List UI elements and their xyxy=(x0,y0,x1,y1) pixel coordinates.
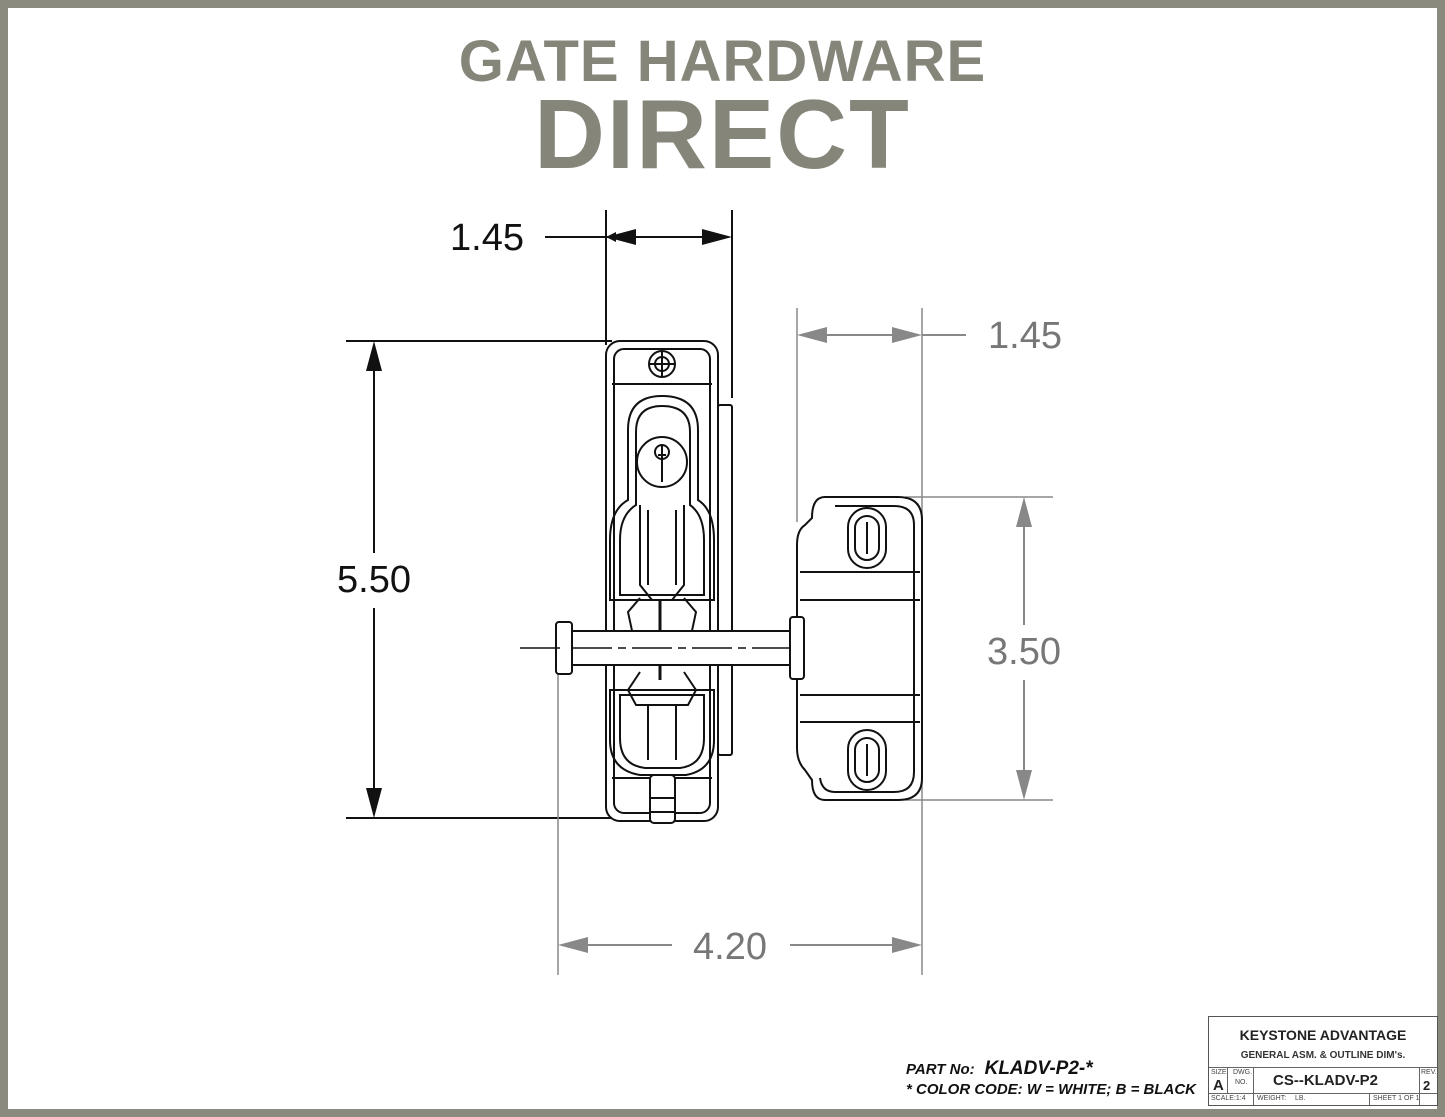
title-block-description: GENERAL ASM. & OUTLINE DIM's. xyxy=(1240,1050,1406,1061)
weight-label: WEIGHT: xyxy=(1257,1095,1287,1102)
dwg-label: DWG. xyxy=(1233,1069,1253,1076)
rev-label: REV. xyxy=(1421,1069,1437,1076)
dim-right-width-label: 1.45 xyxy=(988,315,1062,357)
part-number-label: PART No: xyxy=(906,1061,975,1078)
dimension-right-height: 3.50 xyxy=(905,496,1061,801)
dim-height-label: 5.50 xyxy=(337,559,411,601)
part-number-row: PART No: KLADV-P2-* xyxy=(906,1058,1196,1080)
brand-line-2: DIRECT xyxy=(534,79,911,189)
title-block-company: KEYSTONE ADVANTAGE xyxy=(1239,1027,1407,1043)
part-info: PART No: KLADV-P2-* * COLOR CODE: W = WHI… xyxy=(906,1058,1196,1098)
dimension-top-width: 1.45 xyxy=(450,210,733,398)
color-code-note: * COLOR CODE: W = WHITE; B = BLACK xyxy=(906,1081,1196,1098)
dimension-left-height: 5.50 xyxy=(337,340,612,819)
size-value: A xyxy=(1213,1077,1224,1094)
sheet-text: SHEET 1 OF 1 xyxy=(1373,1095,1420,1102)
scale-text: SCALE:1:4 xyxy=(1211,1095,1246,1102)
keeper-body xyxy=(789,496,923,801)
drawing-number: CS--KLADV-P2 xyxy=(1273,1072,1379,1089)
latch-body xyxy=(605,340,733,824)
dim-overall-width-label: 4.20 xyxy=(693,926,767,968)
latch-bolt xyxy=(520,621,895,675)
dimension-overall-width: 4.20 xyxy=(557,675,922,975)
no-label: NO. xyxy=(1235,1079,1248,1086)
size-label: SIZE xyxy=(1211,1069,1227,1076)
part-number-value: KLADV-P2-* xyxy=(984,1058,1093,1079)
title-block: KEYSTONE ADVANTAGE GENERAL ASM. & OUTLIN… xyxy=(1208,1016,1438,1106)
dim-keeper-height-label: 3.50 xyxy=(987,631,1061,673)
weight-unit: LB. xyxy=(1295,1095,1306,1102)
dim-top-width-label: 1.45 xyxy=(450,217,524,259)
brand-line-1: GATE HARDWARE xyxy=(458,29,987,94)
revision-value: 2 xyxy=(1423,1078,1431,1093)
